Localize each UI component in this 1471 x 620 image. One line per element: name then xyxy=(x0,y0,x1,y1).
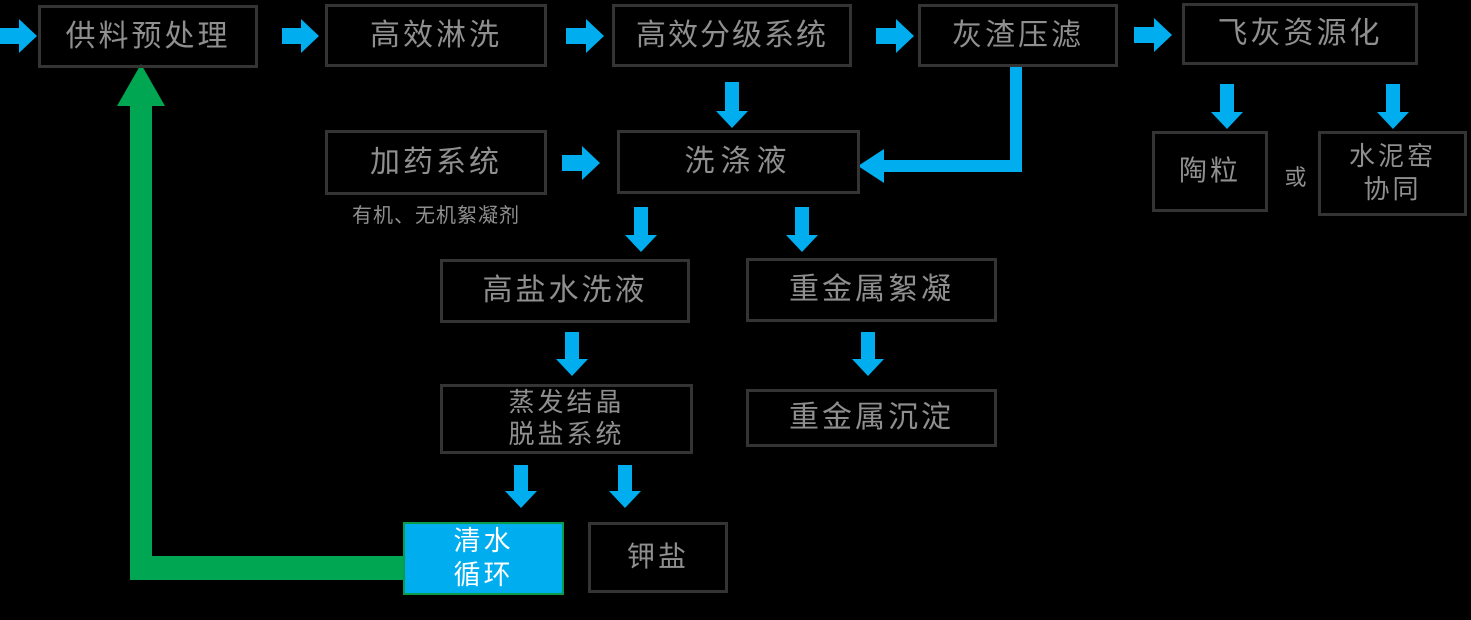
node-feed-pretreatment: 供料预处理 xyxy=(38,5,258,68)
node-cement-kiln: 水泥窑 协同 xyxy=(1318,131,1467,216)
connection-arrow-rinsing-to-classification xyxy=(566,19,604,53)
node-label: 高效淋洗 xyxy=(370,18,502,52)
connection-arrow-evaporation-to-potassium xyxy=(609,465,641,508)
connection-arrow-flyash-to-ceramsite xyxy=(1211,84,1243,129)
node-label-line2: 协同 xyxy=(1363,174,1422,204)
connection-arrow-washing-to-flocculation xyxy=(786,207,818,252)
node-heavy-metal-flocculation: 重金属絮凝 xyxy=(746,258,997,322)
connection-arrow-evaporation-to-cleanwater xyxy=(505,465,537,508)
connection-arrow-input-to-feed xyxy=(0,19,37,53)
node-dosing-system: 加药系统 xyxy=(325,130,547,195)
node-label: 供料预处理 xyxy=(65,19,231,53)
node-fly-ash-recycling: 飞灰资源化 xyxy=(1182,3,1418,65)
node-label: 陶粒 xyxy=(1178,156,1241,187)
node-label-line1: 蒸发结晶 xyxy=(508,387,625,417)
connection-arrow-dosing-to-washing xyxy=(562,146,600,180)
node-label: 飞灰资源化 xyxy=(1217,17,1383,51)
or-connector-label: 或 xyxy=(1284,165,1308,190)
node-efficient-rinsing: 高效淋洗 xyxy=(325,4,547,67)
connection-arrow-filter-to-washing xyxy=(858,66,1022,183)
node-label: 高盐水洗液 xyxy=(482,274,648,308)
node-evaporation-desalination: 蒸发结晶 脱盐系统 xyxy=(440,384,693,454)
connection-arrow-flocculation-to-precipitation xyxy=(852,332,884,376)
node-label: 洗涤液 xyxy=(684,145,793,179)
node-heavy-metal-precipitation: 重金属沉淀 xyxy=(746,389,997,447)
node-label: 灰渣压滤 xyxy=(952,18,1084,52)
connection-arrow-highsalt-to-evaporation xyxy=(556,332,588,376)
connection-arrow-cleanwater-to-feed xyxy=(117,64,403,580)
node-label-line2: 脱盐系统 xyxy=(508,420,625,449)
node-label-line1: 清水 xyxy=(453,525,514,556)
node-label: 钾盐 xyxy=(626,542,689,573)
node-label-line1: 水泥窑 xyxy=(1348,142,1436,171)
node-potassium-salt: 钾盐 xyxy=(588,522,728,593)
node-label: 高效分级系统 xyxy=(636,18,828,52)
node-high-salt-wash: 高盐水洗液 xyxy=(440,259,690,323)
connection-arrow-flyash-to-cementkiln xyxy=(1377,84,1409,129)
connection-arrow-classification-to-filter xyxy=(876,19,914,53)
node-classification-system: 高效分级系统 xyxy=(612,4,852,67)
node-ash-filter-press: 灰渣压滤 xyxy=(918,4,1118,67)
node-clean-water-cycle: 清水 循环 xyxy=(403,522,564,595)
connection-arrow-washing-to-highsalt xyxy=(625,207,657,252)
node-label: 重金属絮凝 xyxy=(789,273,954,307)
connection-arrow-feed-to-rinsing xyxy=(282,19,319,53)
connection-arrow-classification-to-washing xyxy=(716,82,748,128)
node-label: 加药系统 xyxy=(370,145,502,179)
node-label-line2: 循环 xyxy=(453,559,514,590)
connection-arrow-filter-to-flyash xyxy=(1134,18,1172,52)
node-washing-liquid: 洗涤液 xyxy=(617,130,860,194)
node-ceramsite: 陶粒 xyxy=(1152,131,1268,212)
dosing-system-note: 有机、无机絮凝剂 xyxy=(352,205,520,227)
node-label: 重金属沉淀 xyxy=(789,401,954,435)
